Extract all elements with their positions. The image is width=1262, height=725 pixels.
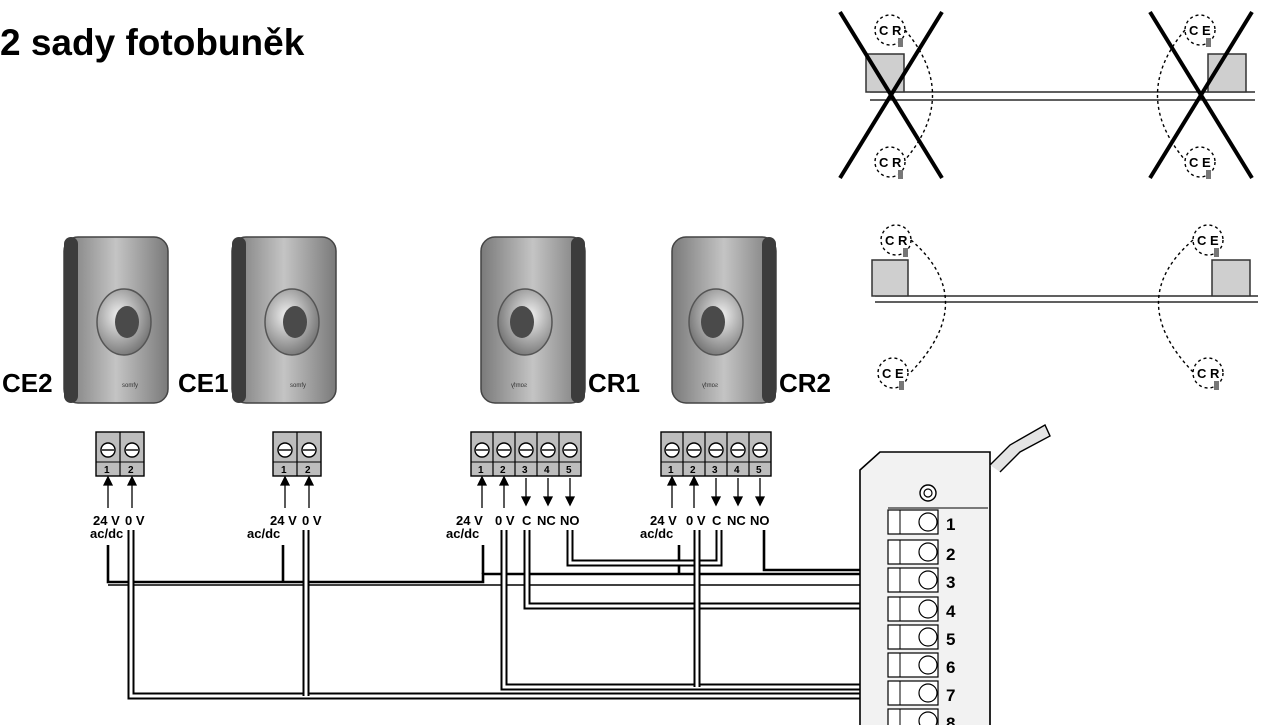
installation-diagram-correct: C R C E C E C R [871, 224, 1258, 390]
control-terminal-1: 1 [887, 509, 955, 535]
label-24v: 24 V [270, 513, 297, 528]
photocell-cr2 [671, 236, 777, 404]
device-label-ce2: CE2 [2, 368, 53, 398]
terminal-block-ce2: 1 2 [95, 431, 145, 477]
gate-post-right [1211, 259, 1251, 297]
device-label-cr1: CR1 [588, 368, 640, 398]
wires [106, 530, 920, 700]
terminal-number: 4 [734, 465, 740, 476]
control-terminal-3: 3 [887, 567, 955, 593]
terminal-number: 2 [305, 465, 311, 476]
label-c: C [712, 513, 722, 528]
control-terminal-5: 5 [887, 624, 955, 650]
label-24v: 24 V [93, 513, 120, 528]
control-terminal-8: 8 [887, 708, 955, 725]
label-acdc: ac/dc [247, 526, 280, 541]
control-terminal-number: 4 [946, 602, 956, 621]
label-no: NO [750, 513, 770, 528]
marker-top-right: C E [1189, 23, 1211, 38]
label-nc: NC [537, 513, 556, 528]
marker-bottom-left: C E [882, 366, 904, 381]
terminal-number: 3 [712, 465, 718, 476]
marker-bottom-right: C R [1197, 366, 1220, 381]
label-acdc: ac/dc [640, 526, 673, 541]
marker-top-left: C R [879, 23, 902, 38]
label-24v: 24 V [456, 513, 483, 528]
photocell-cr1 [480, 236, 586, 404]
device-label-ce1: CE1 [178, 368, 229, 398]
terminal-block-cr1: 1 2 3 4 5 [470, 431, 582, 477]
cross-mark [838, 10, 944, 180]
label-acdc: ac/dc [446, 526, 479, 541]
page-title: 2 sady fotobuněk [0, 22, 305, 63]
terminal-number: 1 [281, 465, 287, 476]
marker-top-left: C R [885, 233, 908, 248]
marker-bottom-left: C R [879, 155, 902, 170]
label-0v: 0 V [686, 513, 706, 528]
control-terminal-6: 6 [887, 652, 955, 678]
marker-top-right: C E [1197, 233, 1219, 248]
installation-diagram-incorrect: C R C R C E C E [838, 10, 1255, 180]
device-label-cr2: CR2 [779, 368, 831, 398]
control-terminal-number: 6 [946, 658, 955, 677]
label-0v: 0 V [495, 513, 515, 528]
terminal-arrows [102, 475, 766, 508]
control-terminal-number: 5 [946, 630, 955, 649]
control-terminal-number: 1 [946, 515, 955, 534]
control-terminal-number: 7 [946, 686, 955, 705]
label-acdc: ac/dc [90, 526, 123, 541]
terminal-block-cr2: 1 2 3 4 5 [660, 431, 772, 477]
label-0v: 0 V [125, 513, 145, 528]
control-terminal-number: 8 [946, 714, 955, 725]
label-no: NO [560, 513, 580, 528]
control-unit-terminal-block: 1 2 3 4 [859, 424, 1051, 725]
control-terminal-7: 7 [887, 680, 955, 706]
control-terminal-number: 3 [946, 573, 955, 592]
terminal-block-ce1: 1 2 [272, 431, 322, 477]
terminal-number: 4 [544, 465, 550, 476]
terminal-number: 2 [500, 465, 506, 476]
marker-bottom-right: C E [1189, 155, 1211, 170]
terminal-number: 5 [756, 465, 762, 476]
terminal-number: 1 [668, 465, 674, 476]
terminal-number: 1 [478, 465, 484, 476]
terminal-number: 2 [690, 465, 696, 476]
control-terminal-number: 2 [946, 545, 955, 564]
label-c: C [522, 513, 532, 528]
label-nc: NC [727, 513, 746, 528]
terminal-number: 3 [522, 465, 528, 476]
control-terminals: 1 2 3 4 [887, 509, 956, 725]
control-terminal-4: 4 [887, 596, 956, 622]
photocell-ce2 [63, 236, 169, 404]
terminal-number: 1 [104, 465, 110, 476]
photocell-ce1 [231, 236, 337, 404]
terminal-number: 5 [566, 465, 572, 476]
terminal-number: 2 [128, 465, 134, 476]
control-terminal-2: 2 [887, 539, 955, 565]
wire-labels: 24 V ac/dc 0 V 24 V ac/dc 0 V 24 V ac/dc… [90, 513, 770, 541]
cross-mark [1148, 10, 1254, 180]
label-0v: 0 V [302, 513, 322, 528]
label-24v: 24 V [650, 513, 677, 528]
gate-post-left [871, 259, 909, 297]
